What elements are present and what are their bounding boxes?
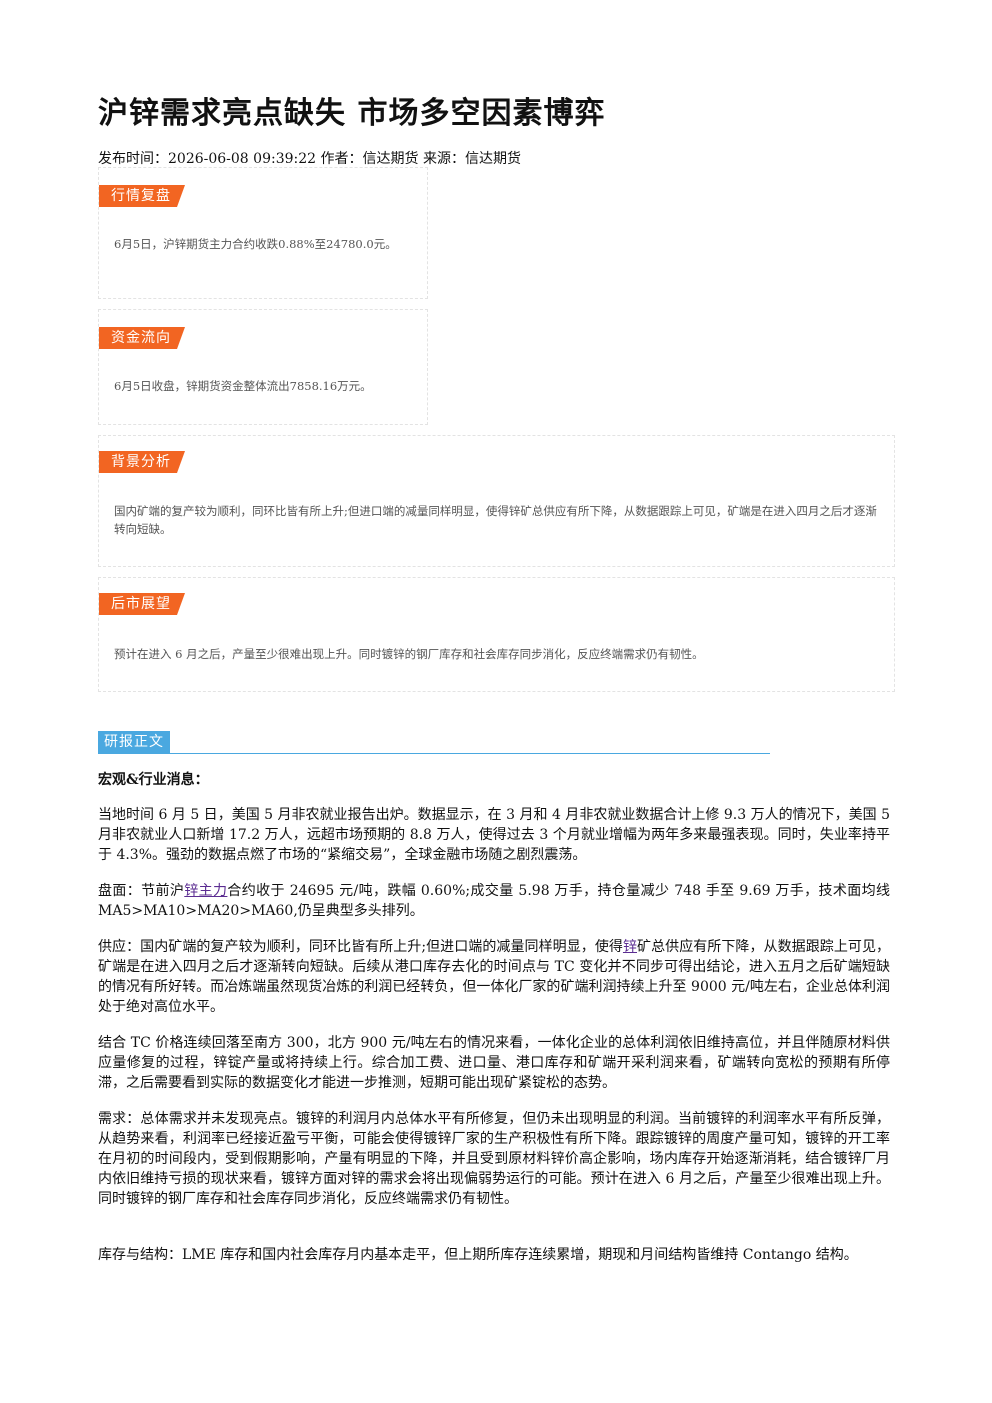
outlook-card: 后市展望 预计在进入 6 月之后，产量至少很难出现上升。同时镀锌的钢厂库存和社会…: [98, 577, 895, 692]
paragraph-market-pre: 盘面：节前沪: [98, 883, 185, 899]
market-review-text: 6月5日，沪锌期货主力合约收跌0.88%至24780.0元。: [114, 237, 397, 251]
paragraph-tc-analysis: 结合 TC 价格连续回落至南方 300，北方 900 元/吨左右的情况来看，一体…: [98, 1035, 890, 1091]
paragraph-demand: 需求：总体需求并未发现亮点。镀锌的利润月内总体水平有所修复，但仍未出现明显的利润…: [98, 1111, 890, 1207]
outlook-tag: 后市展望: [99, 593, 185, 615]
background-text: 国内矿端的复产较为顺利，同环比皆有所上升;但进口端的减量同样明显，使得锌矿总供应…: [114, 504, 877, 536]
background-tag: 背景分析: [99, 451, 185, 473]
paragraph-macro: 当地时间 6 月 5 日，美国 5 月非农就业报告出炉。数据显示，在 3 月和 …: [98, 807, 890, 863]
paragraph-supply: 供应：国内矿端的复产较为顺利，同环比皆有所上升;但进口端的减量同样明显，使得锌矿…: [98, 937, 890, 1017]
paragraph-supply-pre: 供应：国内矿端的复产较为顺利，同环比皆有所上升;但进口端的减量同样明显，使得: [98, 939, 623, 955]
zinc-link[interactable]: 锌: [622, 939, 638, 955]
paragraph-market-post: 合约收于 24695 元/吨，跌幅 0.60%;成交量 5.98 万手，持仓量减…: [98, 883, 891, 919]
paragraph-inventory: 库存与结构：LME 库存和国内社会库存月内基本走平，但上期所库存连续累增，期现和…: [98, 1247, 858, 1263]
market-review-card: 行情复盘 6月5日，沪锌期货主力合约收跌0.88%至24780.0元。: [98, 167, 428, 299]
background-card: 背景分析 国内矿端的复产较为顺利，同环比皆有所上升;但进口端的减量同样明显，使得…: [98, 435, 895, 567]
macro-industry-heading: 宏观&行业消息：: [98, 772, 209, 788]
market-review-tag: 行情复盘: [99, 185, 185, 207]
article-meta: 发布时间：2026-06-08 09:39:22 作者：信达期货 来源：信达期货: [98, 151, 521, 167]
fund-flow-card: 资金流向 6月5日收盘，锌期货资金整体流出7858.16万元。: [98, 309, 428, 425]
outlook-text: 预计在进入 6 月之后，产量至少很难出现上升。同时镀锌的钢厂库存和社会库存同步消…: [114, 647, 704, 661]
article-title: 沪锌需求亮点缺失 市场多空因素博弈: [98, 96, 606, 131]
paragraph-market: 盘面：节前沪锌主力合约收于 24695 元/吨，跌幅 0.60%;成交量 5.9…: [98, 881, 890, 921]
zinc-main-contract-link[interactable]: 锌主力: [184, 883, 228, 899]
report-section-tag: 研报正文: [98, 731, 170, 753]
paragraph-supply-post: 矿总供应有所下降，从数据跟踪上可见，矿端是在进入四月之后才逐渐转向短缺。后续从港…: [98, 939, 891, 1015]
report-section-header: 研报正文: [98, 731, 770, 754]
fund-flow-text: 6月5日收盘，锌期货资金整体流出7858.16万元。: [114, 379, 372, 393]
fund-flow-tag: 资金流向: [99, 327, 185, 349]
